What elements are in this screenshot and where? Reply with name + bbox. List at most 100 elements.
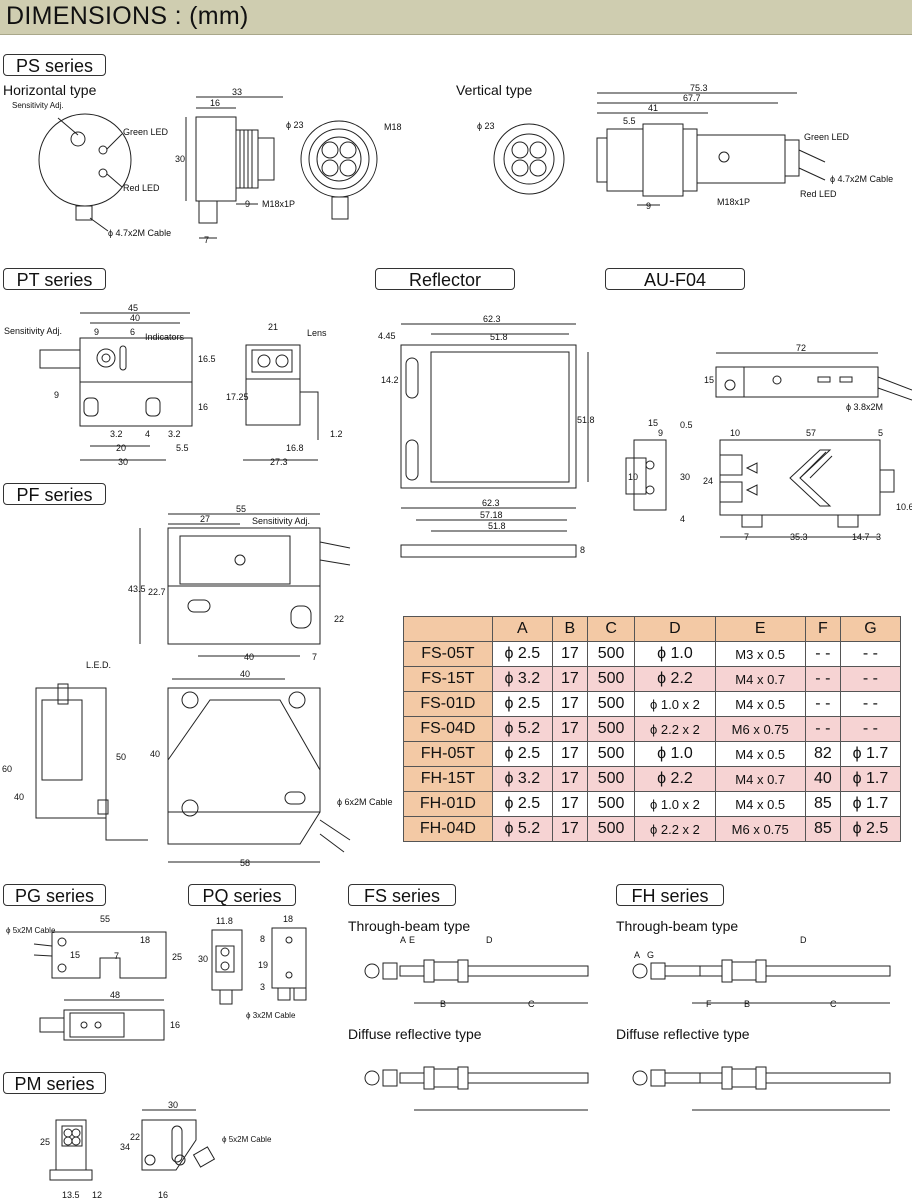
pt-drawing: Sensitivity Adj. Indicators 45 40 9 6 16…	[4, 303, 343, 467]
pf-series-label: PF series	[3, 483, 106, 505]
ps-sens-adj-label: Sensitivity Adj.	[12, 101, 64, 110]
table-cell: ϕ 1.7	[839, 791, 902, 817]
ps-green-led-label: Green LED	[123, 127, 169, 137]
pf-dim-50: 50	[116, 752, 126, 762]
auf-dim-4: 4	[680, 514, 685, 524]
fh-through-drawing: A G D F B C	[632, 935, 891, 1009]
pt-dim-273: 27.3	[270, 457, 288, 467]
table-header-cell: D	[634, 616, 716, 642]
table-cell: 500	[586, 816, 636, 842]
reflector-label: Reflector	[375, 268, 515, 290]
table-cell: ϕ 3.2	[491, 766, 553, 792]
fh-g-label: G	[647, 950, 654, 960]
au-f04-label: AU-F04	[605, 268, 745, 290]
page-header: DIMENSIONS : (mm)	[0, 0, 912, 35]
fh-a-label: A	[634, 950, 640, 960]
refl-dim-518: 51.8	[490, 332, 508, 342]
pf-dim-60: 60	[2, 764, 12, 774]
table-cell: M4 x 0.7	[714, 666, 806, 692]
table-cell: - -	[839, 691, 902, 717]
table-cell: ϕ 2.2	[634, 766, 716, 792]
table-row: FS-05T ϕ 2.5 17 500 ϕ 1.0 M3 x 0.5 - - -…	[403, 641, 902, 667]
pt-indicators-label: Indicators	[145, 332, 185, 342]
fh-b-label: B	[744, 999, 750, 1009]
table-cell: - -	[804, 716, 841, 742]
ps-vertical-drawing: ϕ 23 75.3 67.7 41 5.5 9 M18x1P Green LED…	[477, 83, 893, 211]
table-cell: ϕ 1.0 x 2	[634, 791, 716, 817]
pf-dim-22: 22	[334, 614, 344, 624]
table-cell: 17	[551, 791, 588, 817]
table-cell: ϕ 2.2	[634, 666, 716, 692]
pg-dim-7: 7	[114, 951, 119, 961]
pq-cable: ϕ 3x2M Cable	[246, 1011, 296, 1020]
fs-b-label: B	[440, 999, 446, 1009]
fs-diffuse-title: Diffuse reflective type	[348, 1026, 482, 1042]
pq-dim-8: 8	[260, 934, 265, 944]
auf-dim-147: 14.7	[852, 532, 870, 542]
pq-dim-18: 18	[283, 914, 293, 924]
auf-dim-15b: 15	[648, 418, 658, 428]
auf-dim-7: 7	[744, 532, 749, 542]
pf-dim-58: 58	[240, 858, 250, 868]
pf-dim-40: 40	[244, 652, 254, 662]
pt-dim-165: 16.5	[198, 354, 216, 364]
pf-dim-40c: 40	[14, 792, 24, 802]
table-cell: 500	[586, 641, 636, 667]
psv-cable: ϕ 4.7x2M Cable	[830, 174, 893, 184]
pt-dim-32: 3.2	[110, 429, 123, 439]
fh-f-label: F	[706, 999, 712, 1009]
auf-cable: ϕ 3.8x2M	[846, 402, 883, 412]
auf-dim-106: 10.6	[896, 502, 912, 512]
refl-dim-445: 4.45	[378, 331, 396, 341]
pm-dim-30: 30	[168, 1100, 178, 1110]
table-header-cell: C	[586, 616, 636, 642]
auf-dim-30: 30	[680, 472, 690, 482]
ps-dim-9: 9	[245, 199, 250, 209]
psv-dim-677: 67.7	[683, 93, 701, 103]
table-cell: 500	[586, 666, 636, 692]
table-cell: ϕ 2.5	[839, 816, 902, 842]
table-cell: 40	[804, 766, 841, 792]
fs-e-label: E	[409, 935, 415, 945]
model-cell: FH-01D	[403, 791, 493, 817]
table-cell: 17	[551, 691, 588, 717]
table-row: FS-01D ϕ 2.5 17 500 ϕ 1.0 x 2 M4 x 0.5 -…	[403, 691, 902, 717]
fh-series-label: FH series	[616, 884, 724, 906]
pm-dim-22: 22	[130, 1132, 140, 1142]
pg-dim-55: 55	[100, 914, 110, 924]
auf-dim-5: 5	[878, 428, 883, 438]
pt-dim-20: 20	[116, 443, 126, 453]
table-cell: 500	[586, 791, 636, 817]
pm-dim-25: 25	[40, 1137, 50, 1147]
pg-series-label: PG series	[3, 884, 106, 906]
ps-series-label: PS series	[3, 54, 106, 76]
pt-dim-30: 30	[118, 457, 128, 467]
pt-dim-9: 9	[94, 327, 99, 337]
pt-sens-label: Sensitivity Adj.	[4, 326, 62, 336]
auf-dim-3: 3	[876, 532, 881, 542]
ps-dim-7: 7	[204, 235, 209, 245]
auf-dim-10: 10	[628, 472, 638, 482]
pq-dim-3: 3	[260, 982, 265, 992]
table-cell: M4 x 0.5	[714, 741, 806, 767]
pt-dim-4: 4	[145, 429, 150, 439]
model-cell: FS-01D	[403, 691, 493, 717]
model-cell: FS-15T	[403, 666, 493, 692]
table-row: FH-01D ϕ 2.5 17 500 ϕ 1.0 x 2 M4 x 0.5 8…	[403, 791, 902, 817]
pf-sens-label: Sensitivity Adj.	[252, 516, 310, 526]
pg-dim-16: 16	[170, 1020, 180, 1030]
table-cell: ϕ 2.5	[491, 691, 553, 717]
table-cell: 17	[551, 716, 588, 742]
pt-lens-label: Lens	[307, 328, 327, 338]
pg-dim-15: 15	[70, 950, 80, 960]
fs-c-label: C	[528, 999, 535, 1009]
au-f04-drawing: 72 15 ϕ 3.8x2M 15 9 0.5 10 30 4 10 57 5 …	[625, 343, 912, 542]
ps-m18x1p: M18x1P	[262, 199, 295, 209]
auf-dim-24: 24	[703, 476, 713, 486]
table-cell: ϕ 1.0 x 2	[634, 691, 716, 717]
auf-dim-10b: 10	[730, 428, 740, 438]
pm-dim-12: 12	[92, 1190, 102, 1200]
fs-through-title: Through-beam type	[348, 918, 471, 934]
fs-a-label: A	[400, 935, 406, 945]
fs-through-drawing: A E D B C	[364, 935, 589, 1009]
